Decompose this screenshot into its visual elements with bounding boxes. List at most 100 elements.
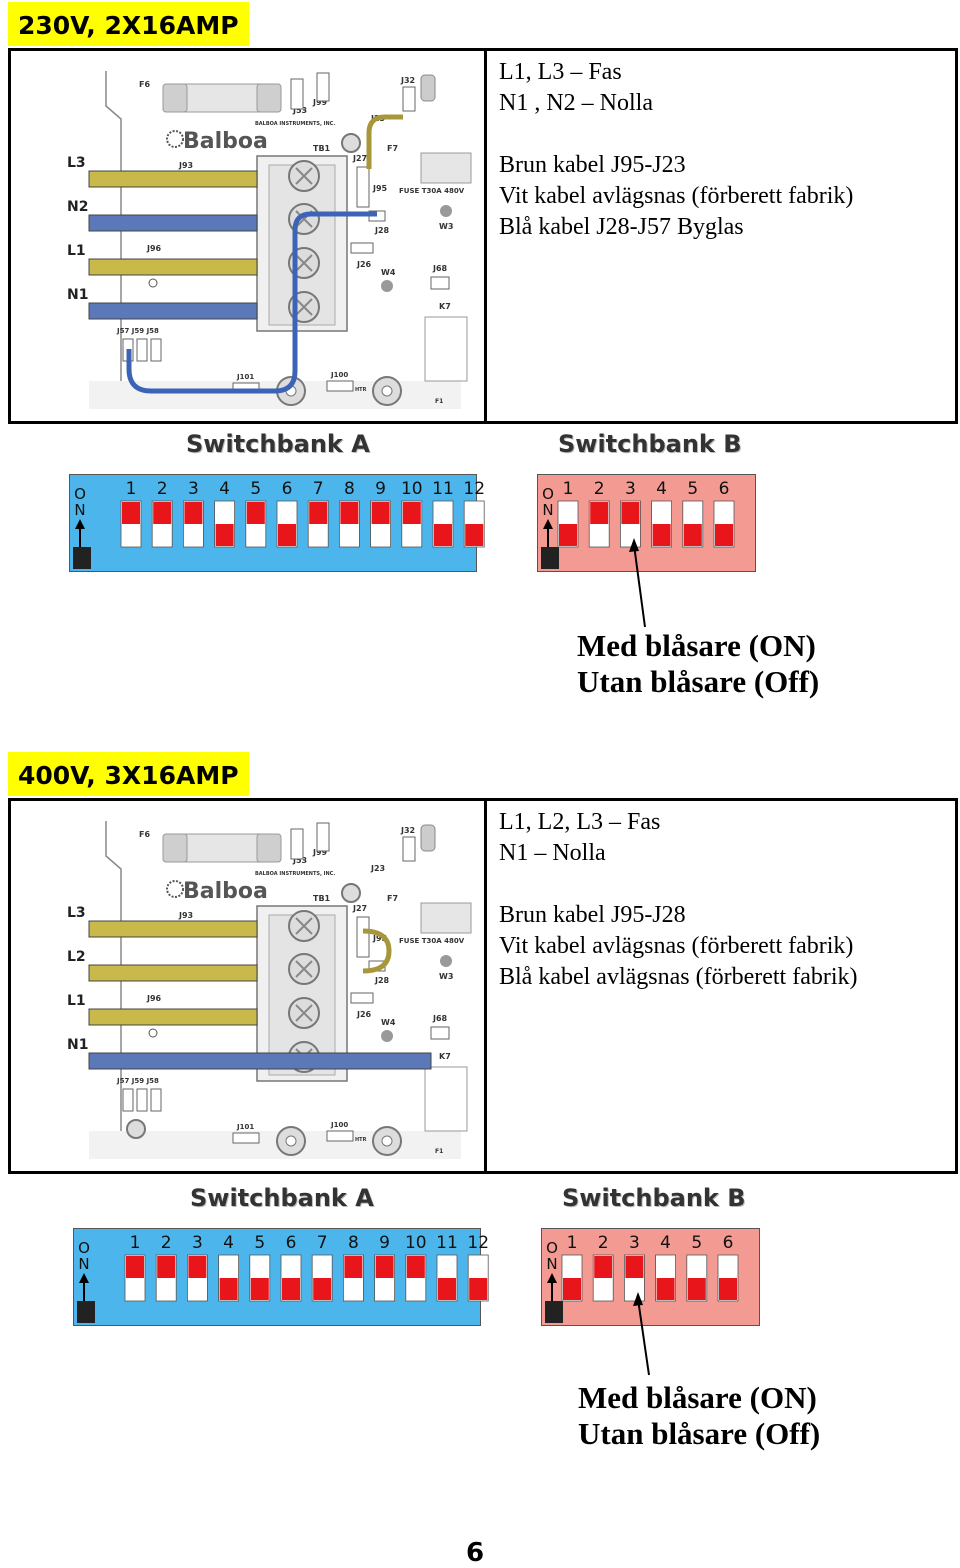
switch-number: 5	[254, 1233, 265, 1253]
switch-number: 7	[317, 1233, 328, 1253]
section-title: 230V, 2X16AMP	[8, 2, 249, 46]
on-arrow-head	[75, 519, 85, 529]
dip-switch-lever	[282, 1278, 300, 1300]
connector-j32	[402, 836, 416, 862]
dip-switch-lever	[406, 1256, 425, 1278]
on-label: N	[546, 1255, 557, 1273]
on-arrow-head	[547, 1273, 557, 1283]
callout-on: Med blåsare (ON)	[577, 628, 816, 663]
board-label: J99	[312, 848, 328, 857]
connector-j32-cap	[420, 824, 436, 852]
board-label: F7	[387, 894, 398, 903]
blower-callout: Med blåsare (ON) Utan blåsare (Off)	[578, 1380, 820, 1452]
dip-switch-lever	[594, 1256, 613, 1278]
note-line: L1, L2, L3 – Fas	[499, 809, 661, 835]
page-number: 6	[466, 1538, 485, 1568]
dip-switch-lever	[656, 1278, 675, 1300]
switch-number: 4	[656, 479, 667, 499]
dip-switch-lever	[402, 502, 421, 524]
connector-j53	[290, 828, 304, 860]
jumper-w4	[381, 280, 393, 292]
frame-divider	[484, 51, 487, 421]
wire-label: N1	[67, 287, 88, 303]
corner-block	[73, 547, 91, 569]
board-label: J28	[374, 976, 390, 985]
connector-j68	[430, 276, 450, 290]
dip-switch-lever	[340, 502, 359, 524]
dip-switch-lever	[434, 524, 452, 546]
board-label: W4	[381, 268, 396, 277]
mount-hole	[341, 883, 361, 903]
on-label: N	[78, 1255, 89, 1273]
board-label: FUSE T30A 480V	[399, 187, 465, 195]
board-label: K7	[439, 1052, 451, 1061]
screw-slot	[295, 298, 313, 316]
board-label: J100	[330, 1121, 348, 1129]
note-line: Blå kabel J28-J57 Byglas	[499, 214, 744, 240]
board-label: J28	[374, 226, 390, 235]
switchbank-a-label: Switchbank A	[190, 1184, 374, 1212]
dip-switch-lever	[375, 1256, 394, 1278]
board-label: J96	[146, 994, 162, 1003]
fuse-cap	[162, 833, 188, 863]
wire-label: N2	[67, 199, 88, 215]
board-label: J95	[372, 934, 388, 943]
brown-jumper-cable	[366, 114, 403, 169]
connector-j26	[350, 242, 374, 254]
on-label: O	[74, 485, 86, 503]
board-label: F7	[387, 144, 398, 153]
supply-wire	[88, 302, 258, 320]
wiring-notes: L1, L2, L3 – Fas N1 – Nolla Brun kabel J…	[499, 807, 858, 993]
dip-switch-lever	[188, 1256, 207, 1278]
dip-switch-lever	[126, 1256, 144, 1278]
jumper-w3	[440, 205, 452, 217]
blue-jumper-cable	[126, 211, 377, 394]
dip-switch-lever	[590, 502, 609, 524]
jumper-w3	[440, 955, 452, 967]
wire-label: N1	[67, 1037, 88, 1053]
fuse-cap	[162, 83, 188, 113]
supply-wire	[88, 170, 258, 188]
screw-slot	[295, 254, 313, 272]
board-label: J27	[352, 904, 367, 913]
connector-pin	[122, 1088, 134, 1112]
switch-number: 1	[567, 1233, 578, 1253]
switchbank-a-label: Switchbank A	[186, 430, 370, 458]
board-label: TB1	[313, 144, 331, 153]
dip-switch-lever	[719, 1278, 737, 1300]
switch-number: 9	[375, 479, 386, 499]
board-label: W4	[381, 1018, 396, 1027]
mount-hole-center	[381, 385, 393, 397]
note-line: Brun kabel J95-J23	[499, 152, 686, 178]
switch-number: 9	[379, 1233, 390, 1253]
board-label: F1	[435, 398, 443, 405]
dip-switch-lever	[371, 502, 390, 524]
note-line: Vit kabel avlägsnas (förberett fabrik)	[499, 183, 854, 209]
mount-hole-center	[285, 1135, 297, 1147]
board-label: F6	[139, 80, 150, 89]
on-label: O	[546, 1239, 558, 1257]
connector-j100	[326, 380, 354, 392]
supply-wire	[88, 964, 258, 982]
board-bottom-strip	[89, 381, 461, 409]
board-label: J96	[146, 244, 162, 253]
switch-number: 10	[405, 1233, 427, 1253]
wire-label: L2	[67, 949, 86, 965]
connector-j95	[356, 166, 370, 208]
connector-j99	[316, 72, 330, 102]
connector-j95	[356, 916, 370, 958]
dip-switch-lever	[215, 524, 234, 546]
switch-number: 2	[157, 479, 168, 499]
switch-number: 1	[130, 1233, 141, 1253]
connector-j101	[232, 1132, 260, 1144]
switch-number: 6	[282, 479, 293, 499]
wiring-notes: L1, L3 – Fas N1 , N2 – Nolla Brun kabel …	[499, 57, 853, 243]
frame-divider	[484, 801, 487, 1171]
